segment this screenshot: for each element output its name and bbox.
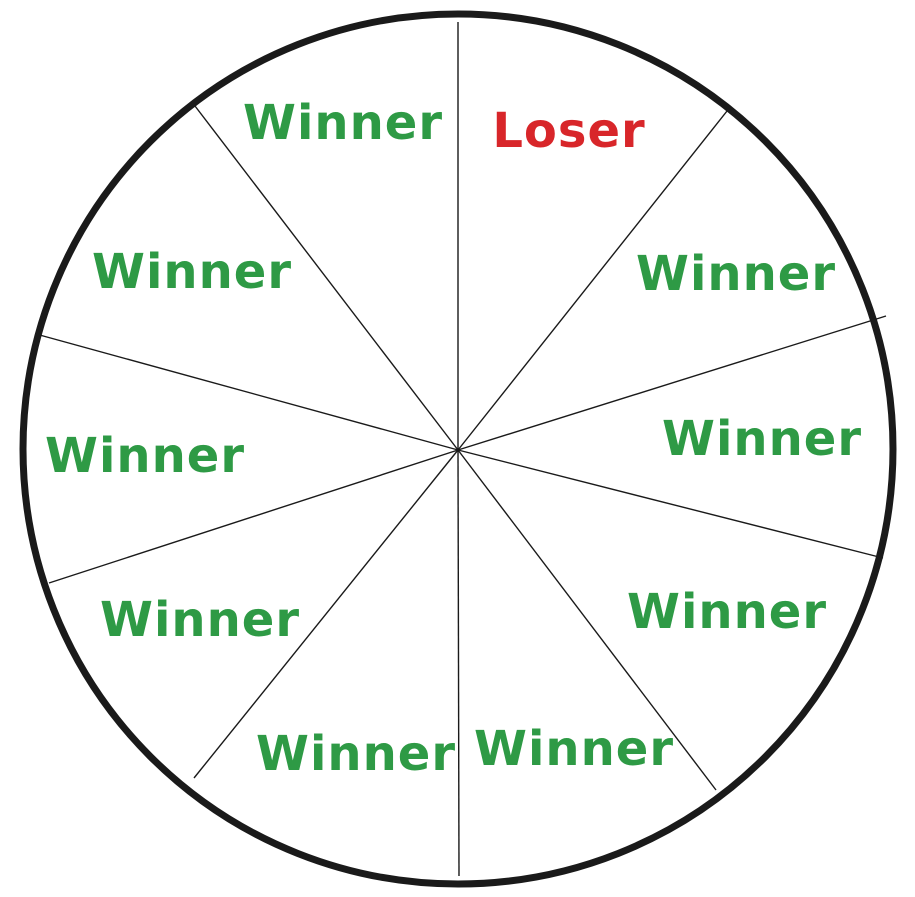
segment-label-winner: Winner — [627, 584, 827, 640]
divider-line — [457, 449, 460, 877]
divider-line — [457, 449, 717, 791]
divider-line — [48, 449, 459, 584]
segment-label-winner: Winner — [92, 244, 292, 300]
segment-label-winner: Winner — [662, 411, 862, 467]
segment-label-winner: Winner — [45, 428, 245, 484]
segment-label-winner: Winner — [636, 246, 836, 302]
segment-label-loser: Loser — [492, 103, 645, 159]
segment-label-winner: Winner — [474, 721, 674, 777]
divider-line — [457, 105, 732, 451]
segment-label-winner: Winner — [256, 726, 456, 782]
segment-label-winner: Winner — [243, 95, 443, 151]
wheel-rim — [19, 10, 897, 888]
divider-line — [194, 105, 459, 451]
divider-line — [193, 449, 459, 779]
segment-labels: Loser Winner Winner Winner Winner Winner… — [45, 95, 862, 782]
divider-line — [35, 333, 459, 451]
wheel-dividers — [35, 22, 887, 877]
divider-line — [457, 315, 887, 451]
segment-label-winner: Winner — [100, 592, 300, 648]
divider-line — [457, 449, 884, 559]
